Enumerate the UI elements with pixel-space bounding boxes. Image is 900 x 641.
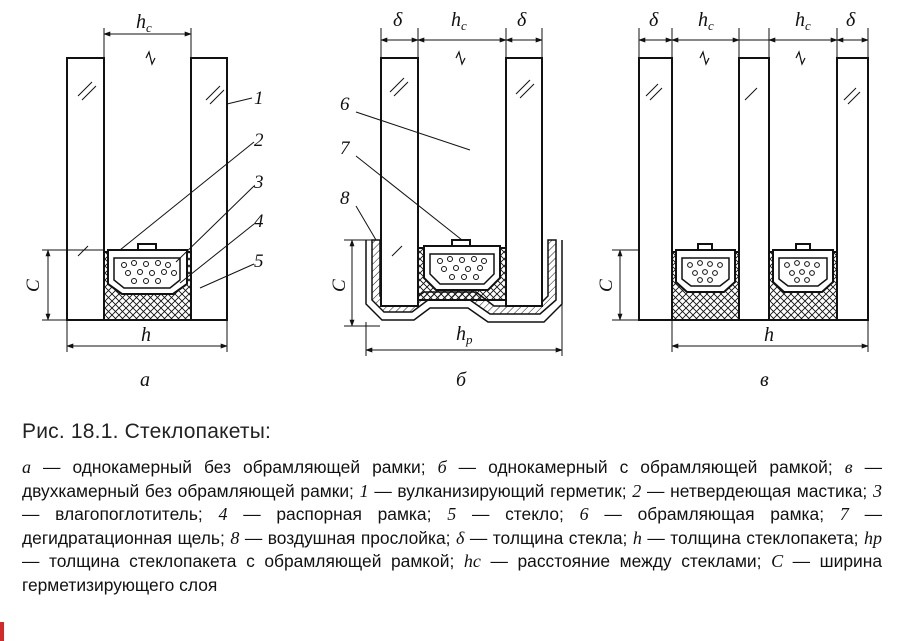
glazing-units-diagram: hс C h 1 2 3 4 5 а xyxy=(23,9,869,391)
dim-hc-v-left: hс xyxy=(698,9,714,33)
legend-text: — двухкамерный без обрамляющей рамки; xyxy=(22,457,882,501)
dim-delta-v-right: δ xyxy=(846,9,856,31)
dim-hc-b: hс xyxy=(451,9,467,33)
legend-key: hс xyxy=(463,551,481,571)
legend-text: — воздушная прослойка; xyxy=(239,527,457,548)
dim-h-a: h xyxy=(141,324,151,346)
legend-text: — толщина стеклопакета с обрамляющей рам… xyxy=(22,551,464,571)
legend-text: — ширина герметизирующего слоя xyxy=(22,551,882,595)
legend-key: 5 xyxy=(447,504,457,524)
legend-key: 2 xyxy=(632,480,642,501)
callout-4: 4 xyxy=(254,211,264,232)
dim-hp-b: hр xyxy=(456,323,473,347)
dim-delta-v-left: δ xyxy=(649,9,659,31)
callout-7: 7 xyxy=(340,138,351,159)
variant-v xyxy=(612,28,869,352)
dim-delta-b-left: δ xyxy=(393,9,403,31)
legend-key: 1 xyxy=(359,480,369,501)
figure-legend: а — однокамерный без обрамляющей рамки; … xyxy=(22,456,882,597)
dim-hc-v-right: hс xyxy=(795,9,811,33)
dim-c-a: C xyxy=(23,279,44,292)
legend-key: б xyxy=(437,457,447,477)
callout-5: 5 xyxy=(254,251,264,272)
legend-text: — толщина стекла; xyxy=(464,527,633,548)
legend-text: — расстояние между стеклами; xyxy=(480,551,772,571)
callout-2: 2 xyxy=(254,130,264,151)
legend-text: — дегидратационная щель; xyxy=(22,504,882,548)
legend-text: — однокамерный с обрамляющей рамкой; xyxy=(446,457,845,477)
legend-key: 7 xyxy=(839,504,849,524)
legend-text: — однокамерный без обрамляющей рамки; xyxy=(31,457,438,477)
legend-key: 6 xyxy=(579,504,589,524)
legend-key: hр xyxy=(864,527,883,548)
dim-c-v: C xyxy=(596,279,617,292)
callout-6: 6 xyxy=(340,94,350,115)
legend-text: — распорная рамка; xyxy=(227,504,448,524)
legend-key: 8 xyxy=(230,527,240,548)
dim-c-b: C xyxy=(329,279,350,292)
label-b: б xyxy=(456,369,467,391)
label-v: в xyxy=(760,369,769,391)
legend-text: — влагопоглотитель; xyxy=(22,504,219,524)
variant-b xyxy=(344,28,563,356)
figure-caption-title: Рис. 18.1. Стеклопакеты: xyxy=(22,420,272,443)
page-edge-marker xyxy=(0,622,4,641)
dim-h-v: h xyxy=(764,324,774,346)
callout-3: 3 xyxy=(253,172,264,193)
label-a: а xyxy=(140,369,150,391)
legend-text: — обрамляющая рамка; xyxy=(588,504,840,524)
legend-text: — нетвердеющая мастика; xyxy=(641,480,873,501)
dim-delta-b-right: δ xyxy=(517,9,527,31)
legend-text: — толщина стеклопакета; xyxy=(641,527,865,548)
legend-key: а xyxy=(22,457,31,477)
legend-key: в xyxy=(844,457,853,477)
callout-1: 1 xyxy=(254,88,264,109)
legend-text: — стекло; xyxy=(456,504,580,524)
dim-hc-a: hс xyxy=(136,11,152,35)
legend-key: C xyxy=(771,551,784,571)
legend-key: h xyxy=(632,527,642,548)
callout-8: 8 xyxy=(340,188,350,209)
legend-key: 4 xyxy=(218,504,228,524)
variant-a xyxy=(42,28,255,352)
legend-text: — вулканизирующий герметик; xyxy=(368,480,633,501)
legend-key: 3 xyxy=(873,480,882,501)
legend-key: δ xyxy=(456,527,465,548)
